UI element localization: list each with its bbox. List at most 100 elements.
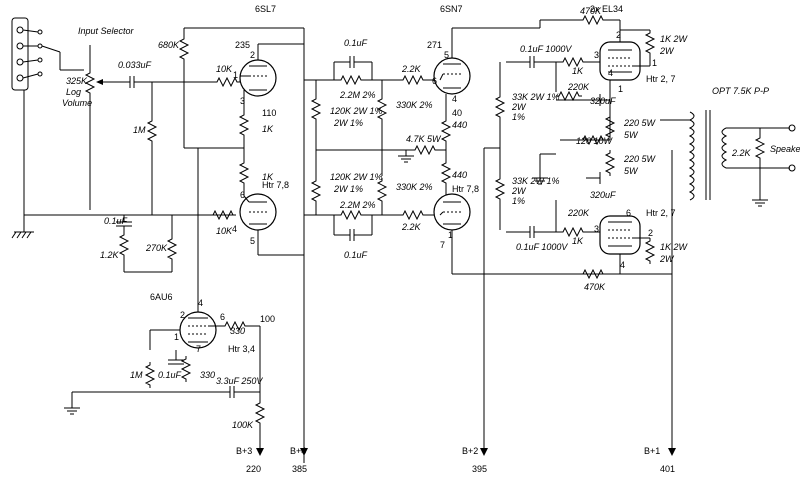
tube-v2-lower <box>433 193 471 274</box>
tube-v2-upper <box>433 57 471 118</box>
svg-text:1: 1 <box>652 58 657 68</box>
input-jack-4 <box>16 74 24 82</box>
svg-text:271: 271 <box>427 40 442 50</box>
tube-label-v1: 6SL7 <box>255 4 276 14</box>
ground-symbol-el34 <box>532 177 548 185</box>
svg-text:320uF: 320uF <box>590 190 616 200</box>
svg-text:220 5W: 220 5W <box>623 118 657 128</box>
svg-text:220K: 220K <box>567 82 590 92</box>
tube-v1-lower <box>239 193 304 256</box>
svg-text:395: 395 <box>472 464 487 474</box>
tube-label-v3: 2x EL34 <box>590 4 623 14</box>
tube-6au6 <box>179 311 222 349</box>
svg-text:2: 2 <box>648 228 653 238</box>
svg-text:2.2K: 2.2K <box>401 64 422 74</box>
ground-symbol-mid <box>398 150 414 163</box>
svg-text:Log: Log <box>66 87 81 97</box>
tube-el34-bottom <box>599 215 650 255</box>
svg-text:1K: 1K <box>572 66 584 76</box>
svg-text:5W: 5W <box>624 166 639 176</box>
svg-text:5: 5 <box>444 50 449 60</box>
svg-text:3: 3 <box>240 96 245 106</box>
svg-text:2W 1%: 2W 1% <box>333 184 363 194</box>
svg-text:1: 1 <box>233 70 238 80</box>
volume-pot: 325K Log Volume <box>62 45 120 210</box>
tube-label-v4: 6AU6 <box>150 292 173 302</box>
svg-text:100K: 100K <box>232 420 254 430</box>
speaker-label: Speaker <box>770 144 800 154</box>
svg-text:330K 2%: 330K 2% <box>396 100 433 110</box>
svg-text:100: 100 <box>260 314 275 324</box>
svg-text:Htr 2, 7: Htr 2, 7 <box>646 74 676 84</box>
svg-text:0.1uF: 0.1uF <box>104 216 128 226</box>
svg-text:0.1uF 1000V: 0.1uF 1000V <box>520 44 572 54</box>
svg-text:6: 6 <box>626 208 631 218</box>
svg-text:2W: 2W <box>511 102 527 112</box>
svg-text:B+4: B+4 <box>290 446 306 456</box>
input-coupling-cap: 0.033uF <box>118 60 210 88</box>
ground-symbol-output <box>752 199 768 207</box>
svg-text:0.1uF 1000V: 0.1uF 1000V <box>516 242 568 252</box>
svg-text:1K: 1K <box>572 236 584 246</box>
input-selector: Input Selector <box>11 17 135 91</box>
ground-symbol-v4 <box>64 392 80 415</box>
svg-text:Htr 3,4: Htr 3,4 <box>228 344 255 354</box>
svg-text:1.2K: 1.2K <box>100 250 120 260</box>
svg-text:3: 3 <box>594 224 599 234</box>
svg-text:2.2K: 2.2K <box>401 222 422 232</box>
svg-text:385: 385 <box>292 464 307 474</box>
svg-text:1K 2W: 1K 2W <box>660 34 689 44</box>
svg-text:OPT 7.5K P-P: OPT 7.5K P-P <box>712 86 769 96</box>
svg-text:270K: 270K <box>145 243 168 253</box>
svg-text:10K: 10K <box>216 226 233 236</box>
svg-text:6: 6 <box>240 190 245 200</box>
svg-text:3: 3 <box>594 50 599 60</box>
svg-text:220 5W: 220 5W <box>623 154 657 164</box>
svg-text:B+1: B+1 <box>644 446 660 456</box>
svg-text:220: 220 <box>246 464 261 474</box>
svg-text:2.2K: 2.2K <box>731 148 752 158</box>
svg-text:5: 5 <box>250 236 255 246</box>
svg-text:40: 40 <box>452 108 462 118</box>
svg-text:440: 440 <box>452 120 467 130</box>
svg-text:470K: 470K <box>580 6 602 16</box>
svg-text:401: 401 <box>660 464 675 474</box>
supply-b1: B+1 401 <box>644 446 676 474</box>
svg-text:2.2M 2%: 2.2M 2% <box>339 90 376 100</box>
svg-text:680K: 680K <box>158 40 180 50</box>
svg-text:1: 1 <box>174 332 179 342</box>
speaker-terminal-pos <box>788 124 796 132</box>
svg-text:4.7K 5W: 4.7K 5W <box>406 134 442 144</box>
svg-text:1M: 1M <box>130 370 143 380</box>
svg-text:120 10W: 120 10W <box>576 136 614 146</box>
supply-b2: B+2 395 <box>462 446 488 474</box>
svg-text:5W: 5W <box>624 130 639 140</box>
svg-text:1K 2W: 1K 2W <box>660 242 689 252</box>
svg-text:Htr 2, 7: Htr 2, 7 <box>646 208 676 218</box>
svg-text:2.2M 2%: 2.2M 2% <box>339 200 376 210</box>
supply-b3: B+3 220 <box>236 446 264 474</box>
svg-text:4: 4 <box>608 68 613 78</box>
svg-text:0.1uF: 0.1uF <box>344 38 368 48</box>
svg-text:330: 330 <box>200 370 215 380</box>
svg-text:3.3uF 250V: 3.3uF 250V <box>216 376 263 386</box>
svg-text:1: 1 <box>448 230 453 240</box>
svg-text:6: 6 <box>220 312 225 322</box>
svg-text:2W 1%: 2W 1% <box>333 118 363 128</box>
svg-text:1M: 1M <box>133 125 146 135</box>
svg-text:235: 235 <box>235 40 250 50</box>
svg-text:440: 440 <box>452 170 467 180</box>
svg-text:B+3: B+3 <box>236 446 252 456</box>
svg-text:330K 2%: 330K 2% <box>396 182 433 192</box>
svg-text:10K: 10K <box>216 64 233 74</box>
input-jack-1 <box>16 26 24 34</box>
ground-symbol-left <box>11 215 34 239</box>
svg-text:7: 7 <box>196 344 201 354</box>
svg-text:110: 110 <box>262 108 276 118</box>
svg-text:0.1uF: 0.1uF <box>158 370 182 380</box>
svg-text:4: 4 <box>452 94 457 104</box>
svg-text:2W: 2W <box>511 186 527 196</box>
svg-text:2W: 2W <box>659 254 675 264</box>
selector-label-1: Input Selector <box>78 26 135 36</box>
output-transformer <box>660 110 790 201</box>
